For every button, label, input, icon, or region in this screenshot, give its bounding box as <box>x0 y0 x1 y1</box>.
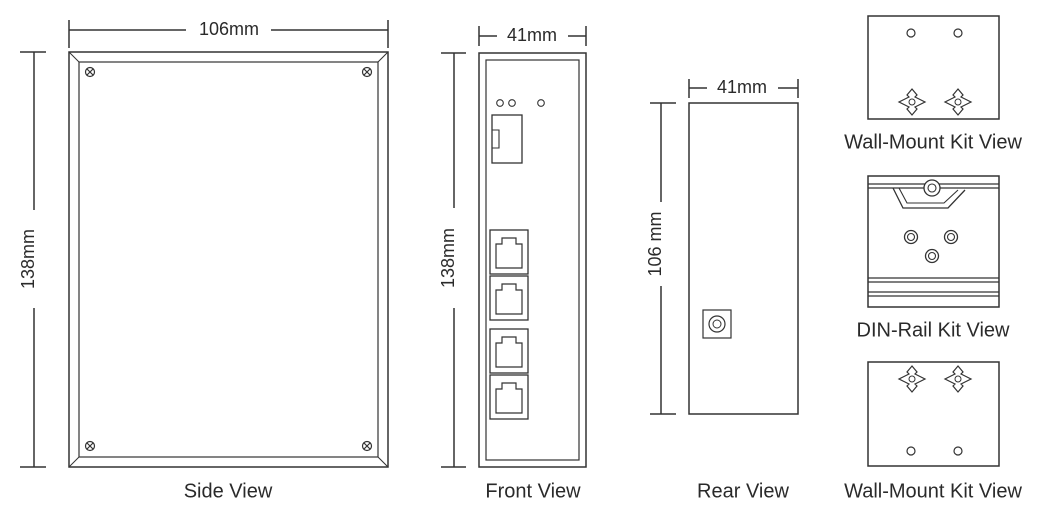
rear-height-dimension: 106 mm <box>645 102 676 415</box>
screw-icon <box>361 66 373 78</box>
front-view-body <box>478 52 587 468</box>
din-screw-icon <box>903 229 919 245</box>
rj45-port <box>489 374 529 420</box>
dc-power-jack <box>702 309 732 339</box>
sfp-port <box>491 114 523 164</box>
front-view-caption: Front View <box>485 480 581 502</box>
side-height-label: 138mm <box>18 229 38 289</box>
led-indicator <box>508 99 516 107</box>
side-view-body <box>68 51 389 468</box>
rear-width-label: 41mm <box>717 77 767 97</box>
side-width-dimension: 106mm <box>68 19 389 48</box>
front-height-dimension: 138mm <box>438 52 466 468</box>
rj45-port <box>489 229 529 275</box>
rj45-port <box>489 328 529 374</box>
din-rail-kit: DIN-Rail Kit View <box>857 175 1011 341</box>
din-screw-icon <box>943 229 959 245</box>
screw-icon <box>361 440 373 452</box>
side-view: 106mm 138mm Side View <box>18 19 389 502</box>
mount-hole-icon <box>953 446 963 456</box>
wall-mount-top-caption: Wall-Mount Kit View <box>844 131 1022 153</box>
wall-mount-bottom-caption: Wall-Mount Kit View <box>844 480 1022 502</box>
front-view: 41mm 138mm Front View <box>438 25 587 502</box>
din-screw-icon <box>924 248 940 264</box>
rear-view: 41mm 106 mm Rear View <box>645 77 799 502</box>
wall-mount-kit-bottom: Wall-Mount Kit View <box>844 361 1022 502</box>
wall-mount-kit-top: Wall-Mount Kit View <box>844 15 1022 153</box>
side-view-caption: Side View <box>184 480 273 502</box>
mount-hole-icon <box>906 28 916 38</box>
din-clip <box>892 179 966 209</box>
front-width-dimension: 41mm <box>478 25 587 46</box>
side-width-label: 106mm <box>199 19 259 39</box>
screw-icon <box>84 440 96 452</box>
mount-hole-icon <box>906 446 916 456</box>
front-width-label: 41mm <box>507 25 557 45</box>
rj45-port <box>489 275 529 321</box>
screw-icon <box>84 66 96 78</box>
rear-width-dimension: 41mm <box>688 77 799 98</box>
led-indicator <box>496 99 504 107</box>
mount-hole-icon <box>953 28 963 38</box>
rear-height-label: 106 mm <box>645 211 665 276</box>
rear-view-caption: Rear View <box>697 480 789 502</box>
rear-view-body <box>688 102 799 415</box>
din-rail-caption: DIN-Rail Kit View <box>857 319 1011 341</box>
front-height-label: 138mm <box>438 228 458 288</box>
side-height-dimension: 138mm <box>18 51 46 468</box>
led-indicator <box>537 99 545 107</box>
